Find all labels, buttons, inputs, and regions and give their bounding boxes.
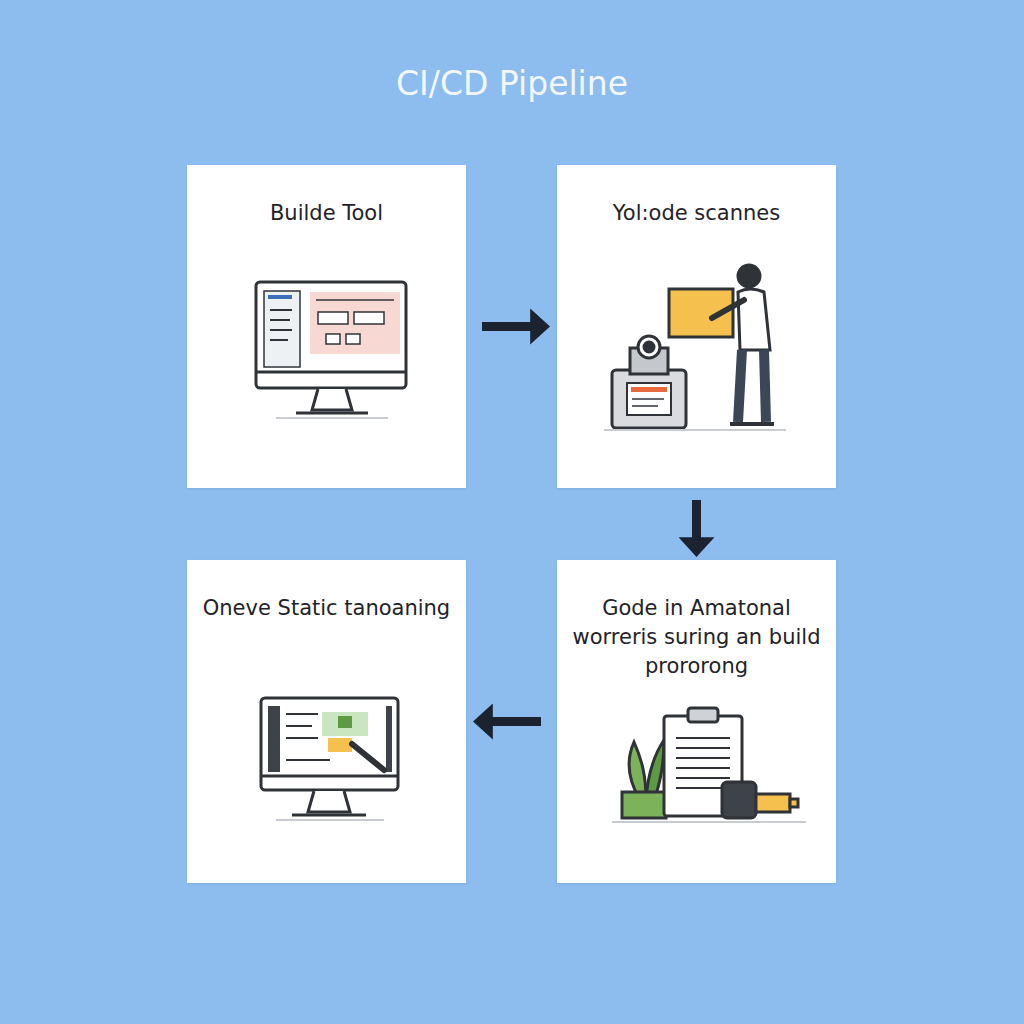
step-label: Oneve Static tanoaning xyxy=(201,594,452,623)
monitor-illustration xyxy=(256,282,406,418)
scanner-illustration xyxy=(604,265,786,430)
monitor-illustration xyxy=(261,698,398,820)
step-label: Yol:ode scannes xyxy=(571,199,822,228)
box-text-area: Oneve Static tanoaning xyxy=(187,560,466,623)
flow-arrow xyxy=(482,717,541,726)
box-text-area: Yol:ode scannes xyxy=(557,165,836,228)
box-text-area: Gode in Amatonal worreris suring an buil… xyxy=(557,560,836,681)
box-text-area: Builde Tool xyxy=(187,165,466,228)
diagram-title: CI/CD Pipeline xyxy=(0,64,1024,103)
step-label: Builde Tool xyxy=(201,199,452,228)
flow-arrow xyxy=(692,500,701,548)
step-label: Gode in Amatonal worreris suring an buil… xyxy=(571,594,822,681)
clipboard-illustration xyxy=(612,708,806,822)
flow-arrow xyxy=(482,322,541,331)
